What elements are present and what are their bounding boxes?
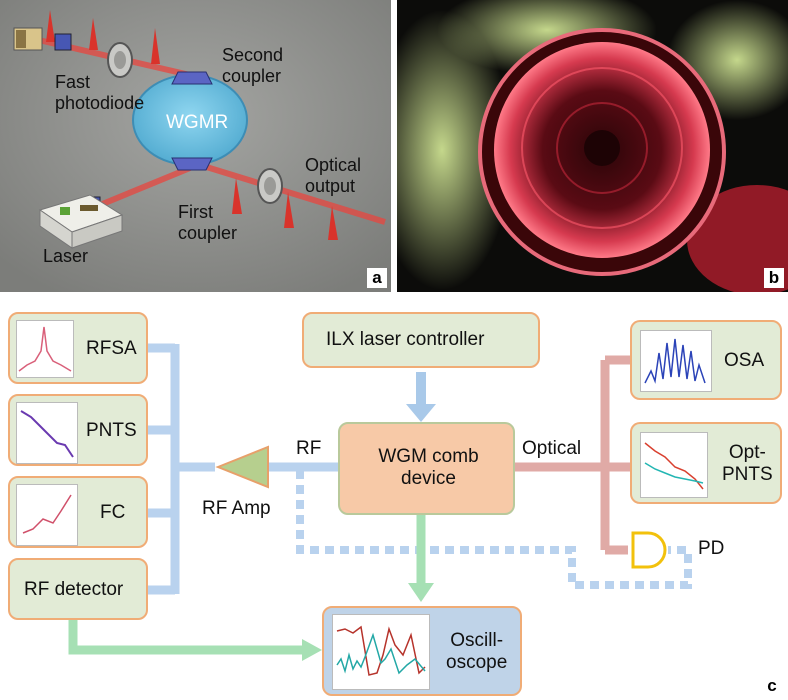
rf-detector-box: RF detector [8, 558, 148, 620]
rf-detector-label: RF detector [24, 579, 124, 600]
second-coupler-prism [171, 71, 213, 85]
rf-amp-label: RF Amp [202, 498, 271, 519]
first-coupler-prism [171, 157, 213, 171]
resonator-photo [397, 0, 788, 292]
osa-spectrum-thumbnail [640, 330, 712, 392]
rf-bus [148, 343, 338, 595]
ilx-laser-controller-box: ILX laser controller [302, 312, 540, 368]
rf-detector-to-scope [68, 618, 305, 655]
panel-letter-b: b [764, 268, 784, 288]
opt-pnts-label: Opt- PNTS [722, 442, 773, 485]
lenses-top [54, 33, 133, 78]
panel-b-resonator-photo: b [397, 0, 788, 292]
wgmr-label: WGMR [166, 112, 229, 133]
fc-box: FC [8, 476, 148, 548]
photodiode [13, 27, 43, 51]
pd-label: PD [698, 538, 725, 559]
pnts-label: PNTS [86, 420, 137, 441]
opt-pnts-box: Opt- PNTS [630, 422, 782, 504]
optical-bus [515, 355, 630, 555]
oscilloscope-box: Oscill- oscope [322, 606, 522, 696]
rfsa-box: RFSA [8, 312, 148, 384]
panel-letter-a: a [367, 268, 387, 288]
connection-lines [68, 343, 692, 661]
rfsa-spectrum-thumbnail [16, 320, 74, 378]
fast-photodiode-label: Fast photodiode [55, 72, 145, 113]
fc-label: FC [100, 502, 126, 523]
setup-illustration [0, 0, 391, 292]
fc-plot-thumbnail [16, 484, 78, 546]
ilx-laser-controller-label: ILX laser controller [326, 329, 485, 350]
rf-label: RF [296, 438, 322, 459]
pnts-plot-thumbnail [16, 402, 78, 464]
wgm-comb-device-box: WGM comb device [338, 422, 515, 515]
panel-a-wgmr-setup: Second coupler Fast photodiode WGMR Opti… [0, 0, 391, 292]
pnts-box: PNTS [8, 394, 148, 466]
wgm-comb-device-label: WGM comb device [378, 446, 479, 489]
laser-label: Laser [43, 246, 89, 266]
first-coupler-label: First coupler [178, 202, 238, 243]
control-arrow-head [406, 404, 436, 422]
osa-box: OSA [630, 320, 782, 400]
pd-symbol [631, 531, 667, 569]
laser-chip [38, 194, 124, 249]
optical-label: Optical [522, 438, 582, 459]
beam-arrows [46, 10, 338, 240]
rf-amp-triangle [215, 445, 269, 489]
rfsa-label: RFSA [86, 338, 137, 359]
panel-c-block-diagram: RFSA PNTS FC RF detector ILX laser contr… [0, 300, 788, 700]
optical-output-label: Optical output [305, 155, 362, 196]
osa-label: OSA [724, 350, 765, 371]
pd-return-dashed-path [296, 470, 692, 589]
second-coupler-label: Second coupler [222, 45, 284, 86]
oscilloscope-label: Oscill- oscope [446, 630, 508, 673]
opt-pnts-plot-thumbnail [640, 432, 708, 498]
panel-letter-c: c [762, 676, 782, 696]
oscilloscope-trace-thumbnail [332, 614, 430, 690]
